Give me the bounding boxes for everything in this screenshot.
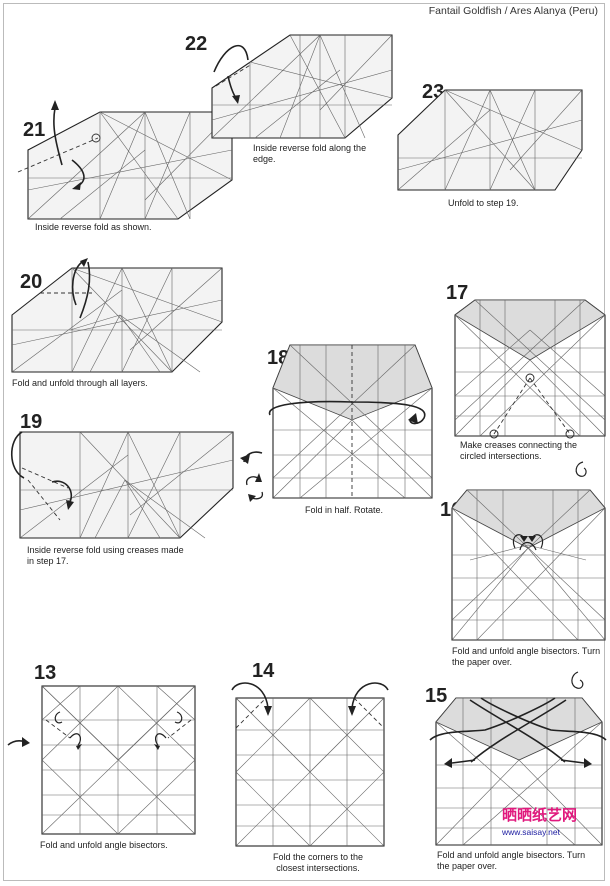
- step-15-number: 15: [425, 685, 448, 707]
- step-14-caption: Fold the corners to the closest intersec…: [272, 852, 364, 873]
- step-17-caption: Make creases connecting the circled inte…: [460, 440, 578, 461]
- page-header: Fantail Goldfish / Ares Alanya (Peru): [428, 5, 598, 17]
- step-23-caption: Unfold to step 19.: [448, 198, 519, 208]
- step-13-caption: Fold and unfold angle bisectors.: [40, 840, 168, 850]
- step-21-number: 21: [23, 119, 46, 141]
- step-20-caption: Fold and unfold through all layers.: [12, 378, 148, 388]
- step-21-caption: Inside reverse fold as shown.: [35, 222, 152, 232]
- step-22-caption: Inside reverse fold along the edge.: [253, 143, 367, 164]
- step-19-number: 19: [20, 411, 43, 433]
- watermark-url: www.saisay.net: [502, 827, 560, 837]
- step-18-caption: Fold in half. Rotate.: [305, 505, 384, 515]
- page-border: [3, 3, 605, 881]
- step-22-number: 22: [185, 33, 208, 55]
- step-16-caption: Fold and unfold angle bisectors. Turn th…: [452, 646, 601, 667]
- step-20-number: 20: [20, 271, 43, 293]
- step-17-number: 17: [446, 282, 469, 304]
- step-15-caption: Fold and unfold angle bisectors. Turn th…: [437, 850, 586, 871]
- step-13-number: 13: [34, 662, 57, 684]
- step-14-number: 14: [252, 660, 275, 682]
- step-19-caption: Inside reverse fold using creases made i…: [27, 545, 184, 566]
- watermark-brand: 晒晒纸艺网: [502, 807, 578, 824]
